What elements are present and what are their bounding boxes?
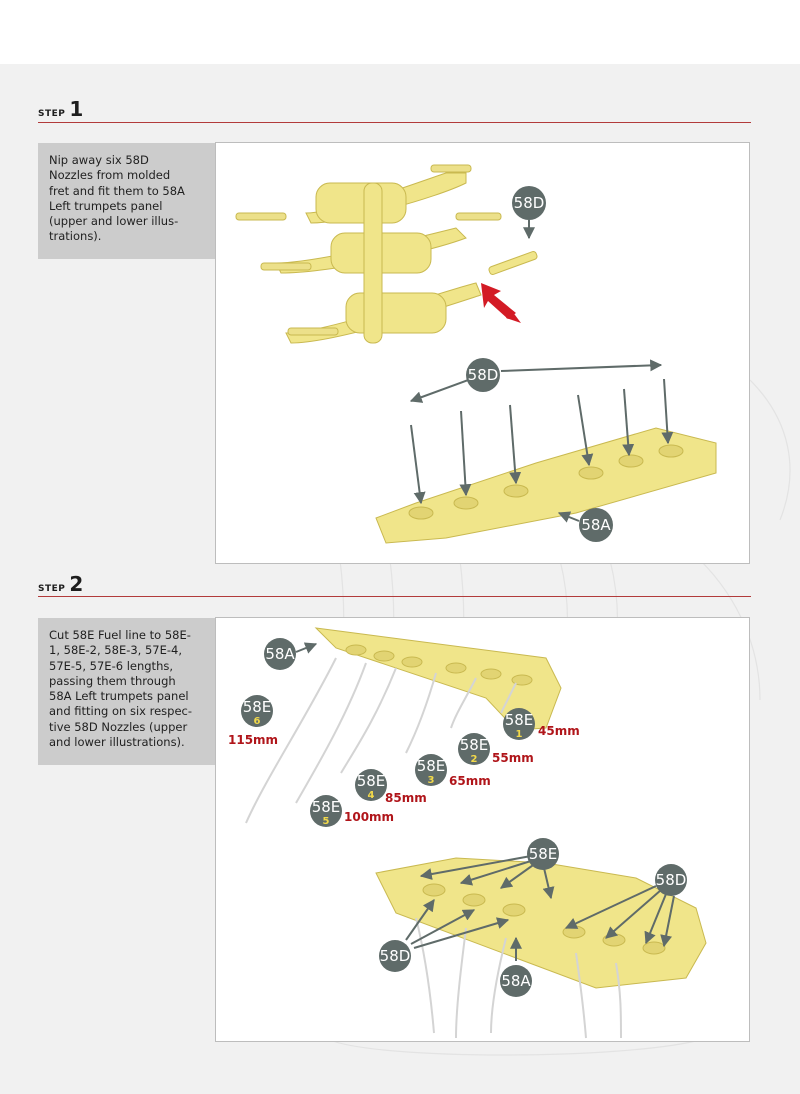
trumpets-panel-58a [375,427,717,544]
nozzle-arrows [410,378,674,505]
step-2-rule [38,596,751,597]
svg-text:58E: 58E [460,736,489,754]
callout-58e-lower [527,838,559,870]
step-2-illustration: 58A 58E 6 115mm 58E 5 100mm 58E 4 85mm 5… [215,617,750,1042]
fuel-lines [245,657,517,824]
svg-text:3: 3 [428,775,435,786]
svg-text:58D: 58D [656,871,687,889]
svg-text:1: 1 [516,729,523,740]
callout-58a [579,508,613,542]
callout-58a-upper [264,638,296,670]
fuel-line-callout-4: 58E 4 85mm [355,769,427,805]
move-arrows [481,283,521,323]
callout-58d-top-label: 58D [514,194,545,212]
svg-text:58E: 58E [312,798,341,816]
single-nozzle [488,251,538,275]
svg-text:115mm: 115mm [228,733,278,747]
callout-58a-upper-label: 58A [265,645,295,663]
svg-text:58E: 58E [505,711,534,729]
svg-text:45mm: 45mm [538,724,580,738]
fuel-line-callout-2: 58E 2 55mm [458,733,534,765]
svg-text:58E: 58E [357,772,386,790]
svg-text:58A: 58A [501,972,531,990]
svg-text:85mm: 85mm [385,791,427,805]
fuel-line-callout-3: 58E 3 65mm [415,754,491,788]
lower-nozzle-arrows-left [405,899,510,949]
step-2-instructions: Cut 58E Fuel line to 58E- 1, 58E-2, 58E-… [38,618,216,765]
fuel-line-callout-5: 58E 5 100mm [310,795,394,827]
svg-text:58E: 58E [529,845,558,863]
step-1-rule [38,122,751,123]
step-1-instructions: Nip away six 58D Nozzles from molded fre… [38,143,216,259]
trumpets-panel-58a-lower [375,857,707,989]
svg-text:100mm: 100mm [344,810,394,824]
lower-nozzle-arrows-right [564,885,675,948]
svg-text:58E: 58E [417,757,446,775]
svg-text:58D: 58D [380,947,411,965]
fuel-line-callout-6: 58E 6 115mm [228,695,278,747]
lower-fuel-arrows [419,855,555,900]
callout-58d-top [512,186,546,220]
nozzle-fret-58d [235,164,502,344]
callout-58a-lower [500,965,532,997]
step-1-illustration: 58D 58D 58A [215,142,750,564]
svg-text:4: 4 [368,790,375,801]
svg-text:55mm: 55mm [492,751,534,765]
callout-58d-lower-left [379,940,411,972]
svg-text:6: 6 [254,716,261,727]
callout-58d-lower-label: 58D [468,366,499,384]
fuel-line-callout-1: 58E 1 45mm [503,708,580,740]
svg-text:65mm: 65mm [449,774,491,788]
svg-text:58E: 58E [243,698,272,716]
svg-text:2: 2 [471,754,478,765]
trumpets-panel-58a-upper [314,627,562,731]
callout-58d-lower-right [655,864,687,896]
lower-fuel-lines [415,917,622,1039]
callout-58a-label: 58A [581,516,611,534]
svg-text:5: 5 [323,816,330,827]
callout-58d-lower [466,358,500,392]
top-band [0,0,800,64]
